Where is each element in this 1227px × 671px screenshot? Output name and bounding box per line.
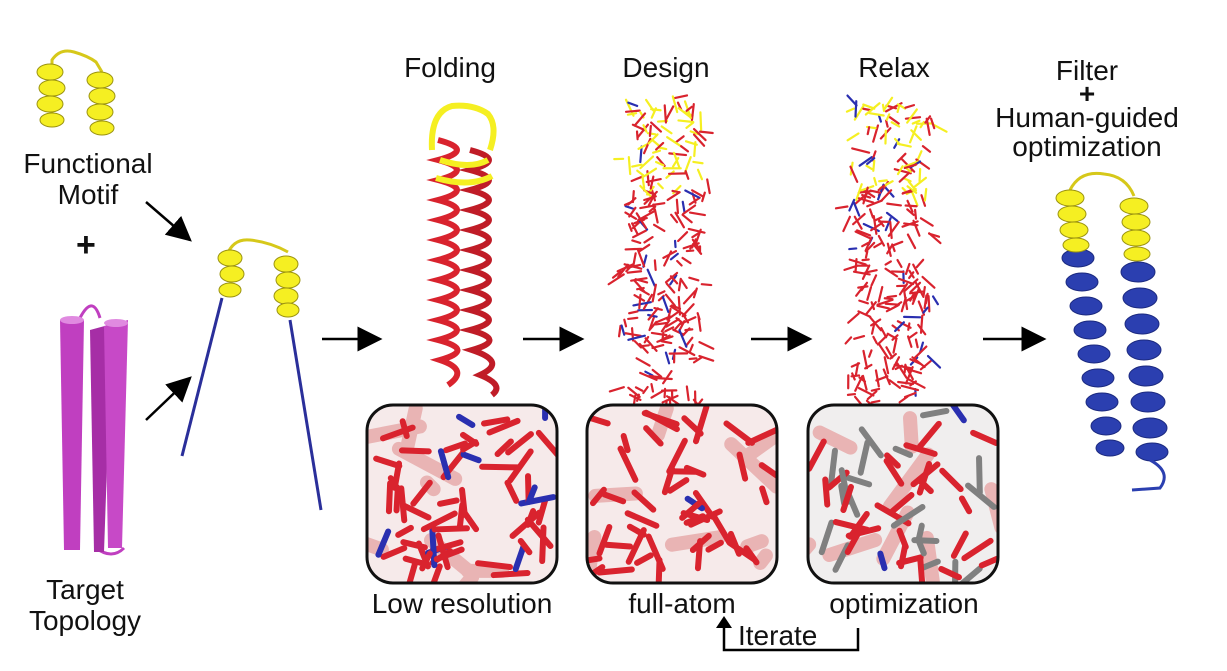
low-resolution-label: Low resolution bbox=[371, 588, 553, 619]
filter-line1: Filter bbox=[1055, 55, 1119, 86]
target-topology-line2: Topology bbox=[28, 605, 142, 636]
inset-optimization bbox=[806, 403, 1000, 585]
folding-title: Folding bbox=[404, 52, 496, 83]
motif-with-scaffold-structure bbox=[180, 238, 323, 511]
filter-structure bbox=[1055, 171, 1169, 492]
design-title: Design bbox=[622, 52, 710, 83]
iterate-label: Iterate bbox=[738, 620, 818, 651]
filter-plus: + bbox=[1078, 78, 1096, 109]
filter-line3: optimization bbox=[1012, 131, 1162, 162]
functional-motif-line1: Functional bbox=[23, 148, 153, 179]
filter-line2: Human-guided bbox=[995, 102, 1179, 133]
inset-full-atom bbox=[585, 403, 779, 585]
functional-motif-line2: Motif bbox=[57, 179, 119, 210]
functional-motif-structure bbox=[36, 49, 116, 136]
folding-structure bbox=[426, 102, 500, 398]
arrow-motif-to-assembly bbox=[145, 201, 192, 242]
iterate-loop-bracket bbox=[716, 616, 860, 652]
plus-sign: + bbox=[76, 226, 96, 264]
relax-structure bbox=[834, 94, 948, 414]
design-structure bbox=[607, 94, 715, 413]
target-topology-structure bbox=[60, 304, 128, 556]
target-topology-line1: Target bbox=[46, 574, 124, 605]
relax-title: Relax bbox=[858, 52, 930, 83]
inset-low-resolution bbox=[365, 403, 559, 585]
arrow-topology-to-assembly bbox=[145, 376, 192, 421]
functional-motif-label: Functional Motif bbox=[8, 148, 168, 210]
target-topology-label: Target Topology bbox=[10, 574, 160, 636]
filter-label: Filter + Human-guided optimization bbox=[972, 56, 1202, 161]
optimization-label: optimization bbox=[829, 588, 979, 619]
full-atom-label: full-atom bbox=[628, 588, 736, 619]
